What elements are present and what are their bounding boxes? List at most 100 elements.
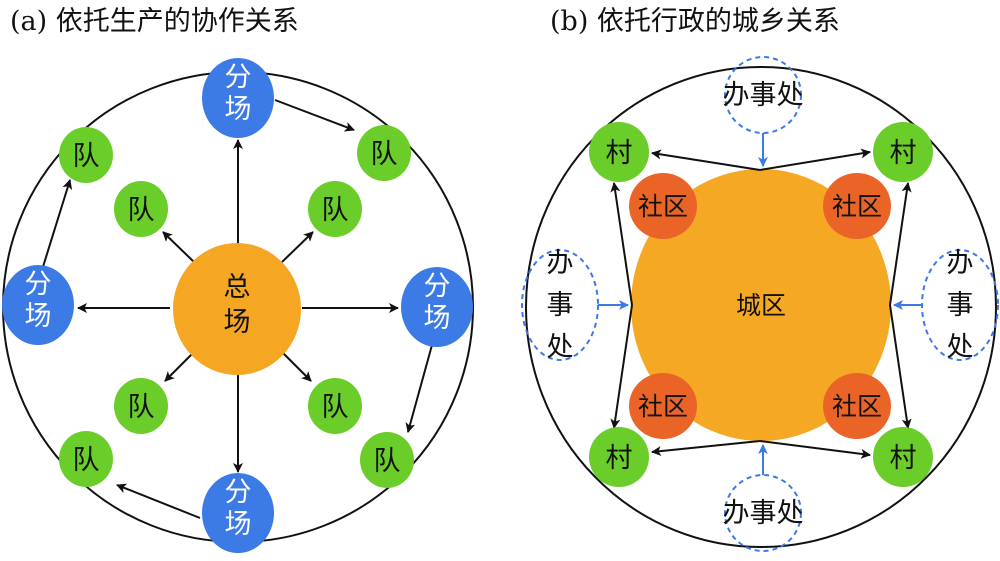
office-char-3: 处 <box>947 332 974 363</box>
community-circle <box>629 173 697 239</box>
arrow-center-to-team-ur <box>281 231 314 263</box>
office-node-top: 办事处 <box>723 56 804 167</box>
community-circle <box>629 373 697 439</box>
community-circle <box>823 373 891 439</box>
office-char-2: 事 <box>947 290 974 321</box>
team-circle <box>114 378 168 434</box>
office-char-3: 处 <box>547 332 574 363</box>
branch-label-1: 分 <box>424 271 451 302</box>
team-label: 队 <box>322 392 349 423</box>
community-node-ul: 社区 <box>629 173 697 239</box>
panel-a: (a) 依托生产的协作关系 总 场 分 场 <box>2 6 474 553</box>
branch-label-1: 分 <box>225 62 252 93</box>
village-circle <box>589 122 649 182</box>
center-farm-node: 总 场 <box>173 243 301 375</box>
village-circle <box>589 427 649 487</box>
arrow-right-to-village-lr <box>889 304 912 429</box>
office-node-right: 办 事 处 <box>893 248 999 363</box>
office-dashed-circle <box>724 56 802 134</box>
community-label: 社区 <box>638 392 688 421</box>
branch-circle <box>401 267 473 347</box>
branch-farm-right: 分 场 <box>401 267 473 347</box>
team-node-1: 队 <box>59 127 113 183</box>
community-label: 社区 <box>832 192 882 221</box>
arrow-branch-top-to-team <box>274 99 355 132</box>
village-node-ul: 村 <box>589 122 649 182</box>
arrow-branch-right-to-team <box>405 344 433 433</box>
arrow-top-to-village-ul <box>651 149 761 171</box>
arrow-branch-bottom-to-team <box>116 483 201 519</box>
panel-a-arrows <box>41 99 433 519</box>
village-circle <box>873 427 933 487</box>
village-label: 村 <box>606 138 633 169</box>
branch-circle <box>202 473 274 553</box>
branch-label-2: 场 <box>225 94 252 125</box>
village-label: 村 <box>890 443 917 474</box>
arrow-bottom-to-village-lr <box>759 440 871 459</box>
branch-circle <box>202 58 274 138</box>
team-node-8: 队 <box>360 432 414 488</box>
team-circle <box>360 432 414 488</box>
team-circle <box>59 431 113 487</box>
panel-b-black-arrows <box>610 148 912 459</box>
team-circle <box>357 125 411 181</box>
panel-b-boundary <box>525 66 997 548</box>
team-label: 队 <box>128 195 155 226</box>
village-label: 村 <box>606 443 633 474</box>
arrow-branch-left-to-team <box>41 179 73 271</box>
community-node-ll: 社区 <box>629 373 697 439</box>
community-node-lr: 社区 <box>823 373 891 439</box>
arrow-center-to-team-ll <box>164 351 195 382</box>
team-label: 队 <box>322 195 349 226</box>
branch-label-2: 场 <box>424 303 451 334</box>
team-label: 队 <box>374 446 401 477</box>
branch-farm-top: 分 场 <box>202 58 274 138</box>
arrow-center-to-team-ul <box>162 231 195 263</box>
village-node-ur: 村 <box>873 122 933 182</box>
center-label-1: 总 <box>224 272 251 303</box>
center-farm-circle <box>173 243 301 375</box>
arrow-left-to-village-ll <box>610 304 633 429</box>
branch-circle <box>2 265 74 345</box>
team-node-2: 队 <box>114 181 168 237</box>
office-char-1: 办 <box>547 248 574 279</box>
office-label: 办事处 <box>723 80 804 111</box>
team-circle <box>308 181 362 237</box>
office-char-2: 事 <box>547 290 574 321</box>
branch-label-2: 场 <box>225 509 252 540</box>
panel-b-title: (b) 依托行政的城乡关系 <box>550 6 840 37</box>
arrow-top-to-village-ur <box>759 148 871 171</box>
village-circle <box>873 122 933 182</box>
team-label: 队 <box>73 141 100 172</box>
center-label-2: 场 <box>224 307 251 338</box>
team-node-5: 队 <box>114 378 168 434</box>
arrow-center-to-team-lr <box>281 351 312 382</box>
village-node-ll: 村 <box>589 427 649 487</box>
office-char-1: 办 <box>947 248 974 279</box>
office-node-bottom: 办事处 <box>723 444 804 552</box>
team-label: 队 <box>73 445 100 476</box>
branch-label-2: 场 <box>25 301 52 332</box>
arrow-bottom-to-village-ll <box>651 440 761 457</box>
branch-farm-left: 分 场 <box>2 265 74 345</box>
team-node-7: 队 <box>59 431 113 487</box>
city-circle <box>631 169 891 441</box>
team-node-6: 队 <box>308 378 362 434</box>
arrow-left-to-village-ul <box>610 182 633 306</box>
city-node: 城区 <box>631 169 891 441</box>
office-label: 办事处 <box>723 498 804 529</box>
team-circle <box>308 378 362 434</box>
branch-farm-bottom: 分 场 <box>202 473 274 553</box>
team-label: 队 <box>128 392 155 423</box>
community-label: 社区 <box>638 192 688 221</box>
city-label: 城区 <box>736 291 786 320</box>
office-dashed-circle <box>724 474 802 552</box>
panel-a-title: (a) 依托生产的协作关系 <box>10 6 299 37</box>
team-circle <box>59 127 113 183</box>
village-label: 村 <box>890 138 917 169</box>
team-circle <box>114 181 168 237</box>
community-label: 社区 <box>832 392 882 421</box>
office-node-left: 办 事 处 <box>521 248 629 363</box>
arrow-right-to-village-ur <box>889 182 912 306</box>
